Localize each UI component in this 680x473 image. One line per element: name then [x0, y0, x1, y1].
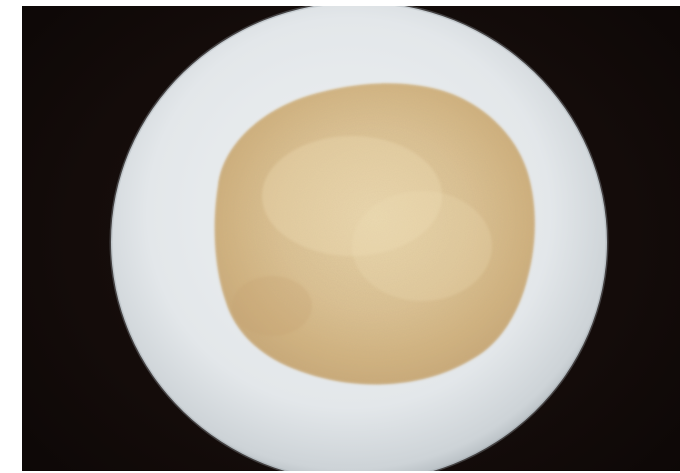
plate-rim-shadow: [109, 6, 609, 471]
powder-shadow-edge: [232, 276, 312, 336]
photo-svg: [109, 6, 609, 471]
photo: [22, 6, 680, 471]
powder-highlight-2: [352, 191, 492, 301]
